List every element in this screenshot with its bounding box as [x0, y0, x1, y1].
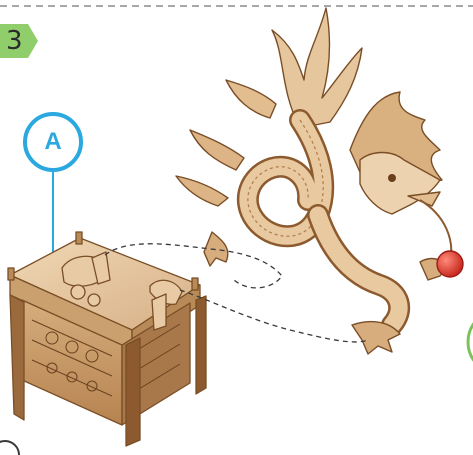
callout-letter: A — [27, 116, 79, 168]
next-callout-fragment-left — [0, 441, 19, 455]
callout-a-icon: A — [23, 112, 83, 172]
dragon-model-image — [176, 8, 463, 354]
dragon-pearl — [437, 251, 463, 277]
step-number: 3 — [6, 27, 23, 55]
box-base-image — [8, 232, 206, 446]
step-number-badge: 3 — [0, 24, 38, 58]
next-callout-fragment-right — [468, 310, 473, 374]
